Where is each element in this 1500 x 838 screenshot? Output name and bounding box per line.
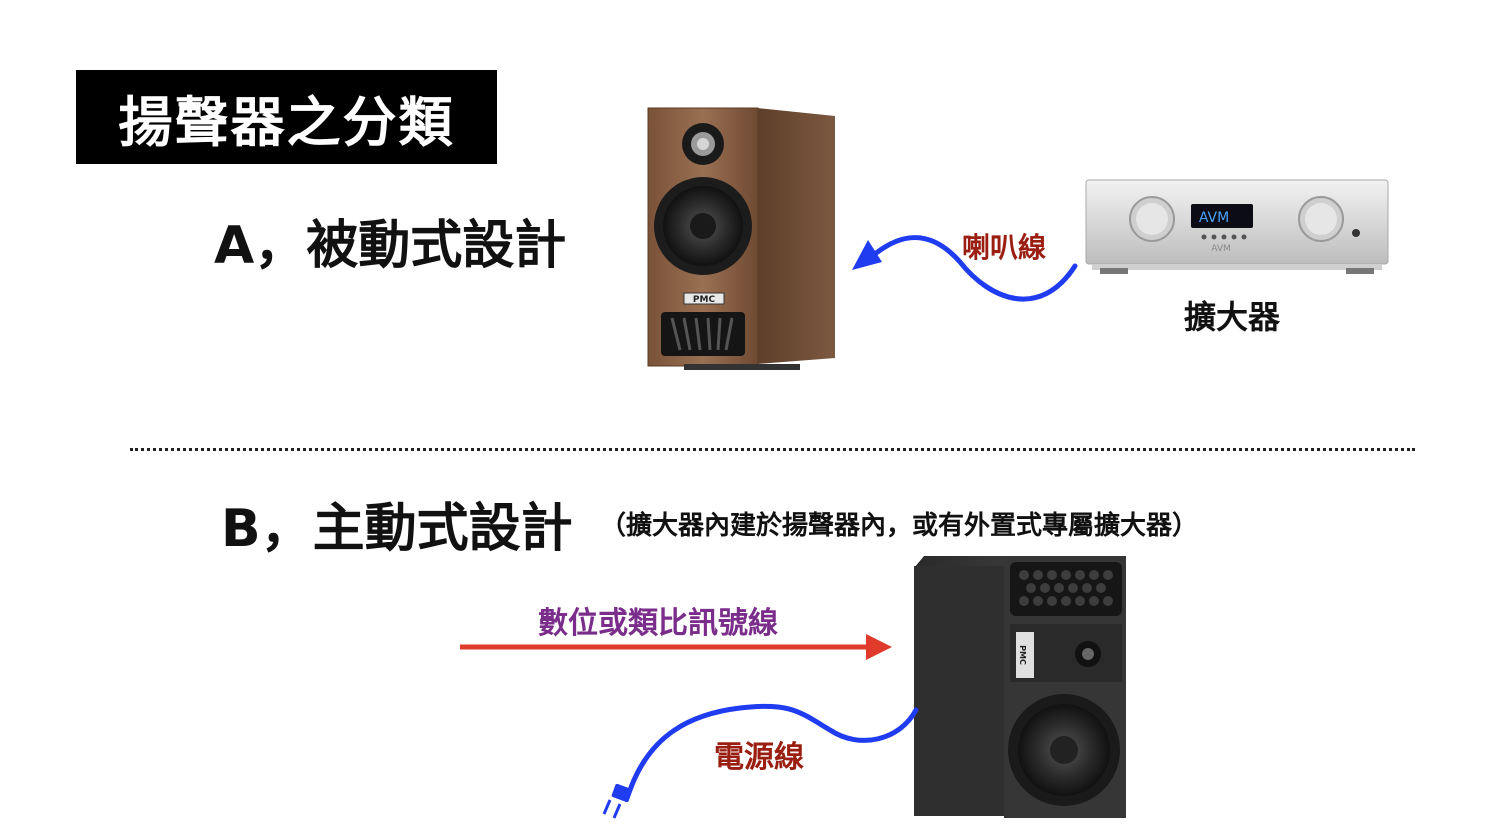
active-speaker-logo: PMC bbox=[1018, 645, 1027, 665]
section-a-heading: A，被動式設計 bbox=[214, 216, 567, 276]
active-speaker: PMC bbox=[914, 556, 1126, 818]
amp-display-text: AVM bbox=[1199, 210, 1229, 226]
speaker-cable bbox=[852, 235, 1078, 302]
section-b-note: （擴大器內建於揚聲器內，或有外置式專屬擴大器） bbox=[600, 511, 1199, 541]
page-title: 揚聲器之分類 bbox=[76, 70, 497, 164]
power-cable-label: 電源線 bbox=[714, 740, 804, 775]
passive-speaker: PMC bbox=[647, 107, 835, 370]
signal-cable-label: 數位或類比訊號線 bbox=[538, 606, 778, 641]
power-cable bbox=[602, 703, 919, 819]
passive-speaker-logo: PMC bbox=[693, 295, 716, 305]
amp-brand-text: AVM bbox=[1211, 244, 1231, 254]
section-b-heading: B，主動式設計 bbox=[221, 499, 573, 559]
speaker-cable-label: 喇叭線 bbox=[962, 231, 1047, 264]
amplifier-label: 擴大器 bbox=[1184, 298, 1281, 336]
amplifier: AVM AVM bbox=[1085, 179, 1389, 274]
section-divider bbox=[130, 448, 1415, 451]
signal-cable-arrow bbox=[460, 634, 892, 660]
